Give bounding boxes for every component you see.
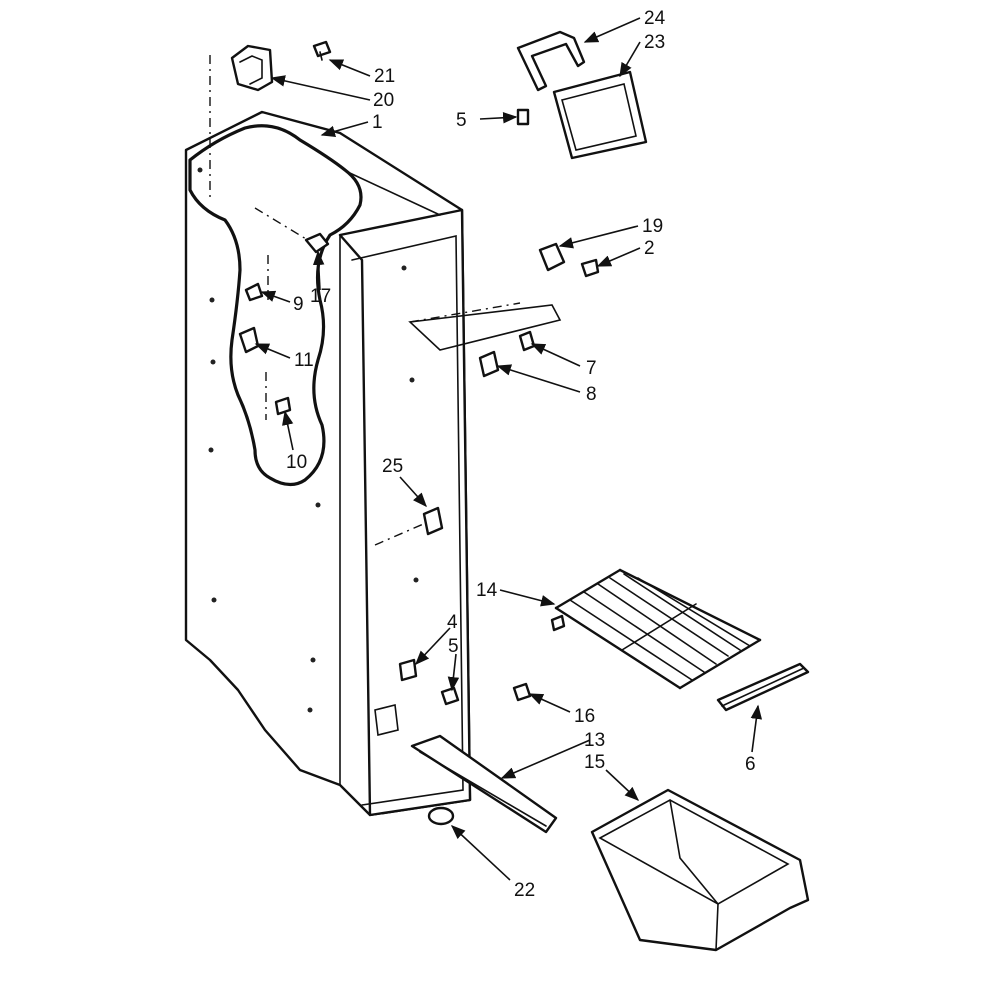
- callout-10: 10: [286, 452, 307, 473]
- freezer-liner: [184, 110, 472, 817]
- callout-5-lower: 5: [448, 636, 459, 657]
- callout-14: 14: [476, 580, 498, 601]
- callout-4: 4: [447, 612, 458, 633]
- callout-2: 2: [644, 238, 655, 259]
- screw-part-21: [312, 40, 332, 61]
- screw-part-5-lower: [440, 686, 460, 706]
- bracket-part-20: [230, 44, 274, 92]
- bracket-part-4: [398, 658, 418, 682]
- callout-19: 19: [642, 216, 663, 237]
- screw-part-16: [512, 682, 532, 702]
- callout-6: 6: [745, 754, 756, 775]
- alignment-centerlines: [209, 55, 521, 546]
- bin-part-15: [590, 788, 810, 952]
- wire-line: [408, 304, 562, 351]
- cover-part-23: [552, 70, 648, 160]
- callout-23: 23: [644, 32, 665, 53]
- track-part-13: [410, 734, 558, 834]
- callout-16: 16: [574, 706, 595, 727]
- callout-8: 8: [586, 384, 597, 405]
- clip-part-17: [304, 232, 330, 254]
- callout-7: 7: [586, 358, 597, 379]
- callout-21: 21: [374, 66, 395, 87]
- callout-11: 11: [294, 350, 314, 371]
- callout-1: 1: [372, 112, 383, 133]
- peg-part-10: [274, 396, 292, 416]
- screw-part-2: [580, 258, 600, 278]
- cap-part-22: [427, 806, 455, 826]
- wire-shelf-part-14: [550, 568, 762, 690]
- callout-22: 22: [514, 880, 535, 901]
- clip-part-7: [518, 330, 536, 352]
- callout-9: 9: [293, 294, 304, 315]
- clip-part-8: [478, 350, 500, 378]
- callout-5-upper: 5: [456, 110, 467, 131]
- callout-24: 24: [644, 8, 666, 29]
- callout-25: 25: [382, 456, 403, 477]
- callout-labels: 21 20 1 5 24 23 19 2 17 9 11 10 25 7 8 1…: [286, 8, 756, 901]
- shelf-rail-part-6: [716, 662, 810, 712]
- screw-part-5-upper: [516, 108, 530, 126]
- switch-part-19: [538, 242, 566, 272]
- clip-part-25: [422, 506, 444, 536]
- callout-15: 15: [584, 752, 605, 773]
- handle-part-24: [516, 30, 586, 92]
- leader-lines: [254, 17, 763, 881]
- callout-20: 20: [373, 90, 394, 111]
- callout-17: 17: [310, 286, 331, 307]
- callout-13: 13: [584, 730, 605, 751]
